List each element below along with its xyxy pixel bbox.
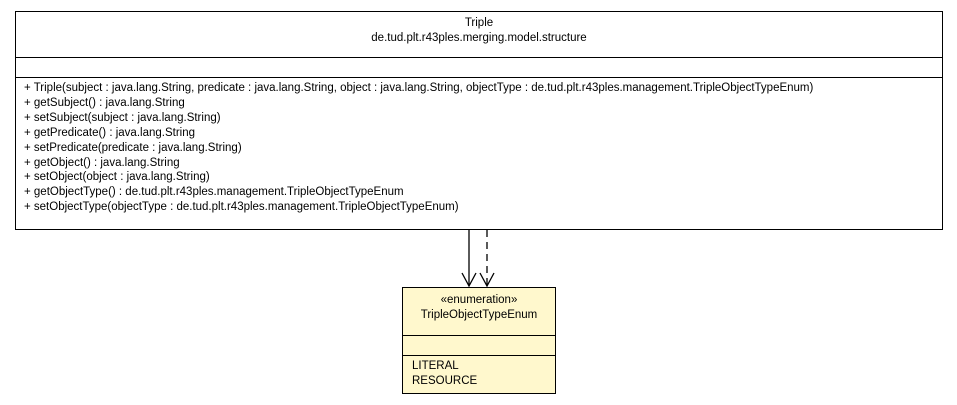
operation: + getObjectType() : de.tud.plt.r43ples.m… xyxy=(24,186,404,199)
enum-constant: RESOURCE xyxy=(412,374,478,387)
dependency-arrowhead xyxy=(479,272,495,288)
enum-constant: LITERAL xyxy=(412,360,459,372)
package-name: de.tud.plt.r43ples.merging.model.structu… xyxy=(371,32,587,44)
stereotype: «enumeration» xyxy=(440,294,518,306)
enum-name: TripleObjectTypeEnum xyxy=(420,309,538,321)
operation: + setObjectType(objectType : de.tud.plt.… xyxy=(24,201,459,214)
class-name: Triple xyxy=(464,17,494,29)
triple-class-header: Triple de.tud.plt.r43ples.merging.model.… xyxy=(16,12,942,57)
operations-compartment: + Triple(subject : java.lang.String, pre… xyxy=(16,77,942,215)
triple-class-box[interactable]: Triple de.tud.plt.r43ples.merging.model.… xyxy=(15,11,943,230)
operation: + Triple(subject : java.lang.String, pre… xyxy=(24,82,814,94)
operation: + getSubject() : java.lang.String xyxy=(24,96,185,109)
enum-class-box[interactable]: «enumeration» TripleObjectTypeEnum LITER… xyxy=(402,287,556,394)
association-arrowhead xyxy=(461,272,477,288)
operation: + getPredicate() : java.lang.String xyxy=(24,126,195,139)
operation: + setPredicate(predicate : java.lang.Str… xyxy=(24,141,242,154)
operation: + setSubject(subject : java.lang.String) xyxy=(24,111,221,124)
enum-constants-compartment: LITERAL RESOURCE xyxy=(403,355,555,389)
operation: + getObject() : java.lang.String xyxy=(24,156,180,169)
attributes-compartment xyxy=(16,57,942,77)
operation: + setObject(object : java.lang.String) xyxy=(24,171,210,184)
enum-class-header: «enumeration» TripleObjectTypeEnum xyxy=(403,288,555,335)
enum-attributes-compartment xyxy=(403,335,555,355)
